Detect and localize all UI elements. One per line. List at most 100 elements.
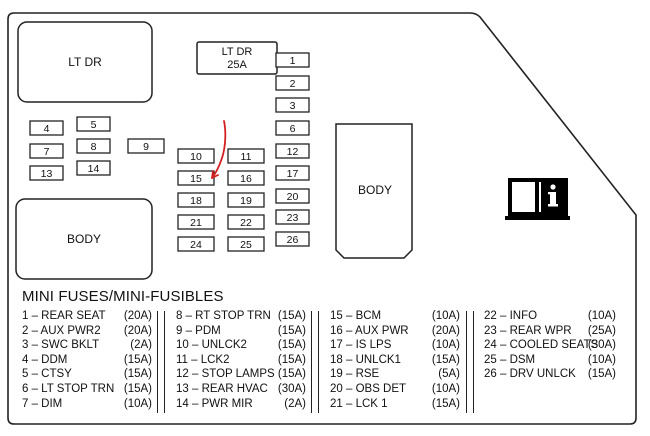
- fuse-20[interactable]: 20: [275, 188, 310, 204]
- legend-entry-amperage: (10A): [587, 353, 616, 366]
- legend-separator-2: [311, 311, 319, 413]
- legend-entry-label: 1 – REAR SEAT: [22, 310, 106, 322]
- fuse-26[interactable]: 26: [275, 231, 310, 247]
- fuse-22[interactable]: 22: [227, 214, 265, 230]
- legend-separator-3: [466, 311, 474, 413]
- legend-entry-label: 18 – UNLCK1: [330, 353, 401, 366]
- fuse-7-label: 7: [44, 146, 50, 158]
- fuse-1[interactable]: 1: [275, 52, 310, 68]
- legend-entry-label: 12 – STOP LAMPS: [176, 368, 275, 381]
- legend-entry-amperage: (20A): [123, 324, 152, 337]
- fuse-9[interactable]: 9: [127, 138, 165, 154]
- fuse-5[interactable]: 5: [76, 116, 111, 132]
- fuse-21[interactable]: 21: [177, 214, 215, 230]
- legend-entry-label: 4 – DDM: [22, 353, 68, 366]
- fuse-22-label: 22: [240, 217, 252, 229]
- legend-entry-label: 11 – LCK2: [176, 353, 230, 366]
- fuse-6[interactable]: 6: [275, 120, 310, 136]
- fuse-24[interactable]: 24: [177, 236, 215, 252]
- body-module-center-label: BODY: [358, 183, 392, 197]
- legend-entry-amperage: (15A): [277, 368, 306, 381]
- fuse-5-label: 5: [91, 119, 97, 131]
- legend-entry-amperage: (15A): [277, 324, 306, 337]
- legend-entry-label: 10 – UNLCK2: [176, 339, 247, 352]
- legend-entry-label: 8 – RT STOP TRN: [176, 310, 271, 322]
- fuse-8[interactable]: 8: [76, 138, 111, 154]
- legend-title: MINI FUSES/MINI-FUSIBLES: [22, 288, 224, 305]
- fuse-20-label: 20: [287, 191, 299, 203]
- fuse-4-label: 4: [44, 123, 50, 135]
- legend-entry-label: 17 – IS LPS: [330, 339, 392, 352]
- legend-entry-amperage: (10A): [431, 339, 460, 352]
- legend-entry-label: 24 – COOLED SEATS: [484, 339, 599, 352]
- fuse-16[interactable]: 16: [227, 170, 265, 186]
- legend-entry-amperage: (10A): [587, 310, 616, 322]
- fuse-14-label: 14: [88, 163, 100, 175]
- legend-entry-label: 26 – DRV UNLCK: [484, 368, 576, 381]
- fuse-24-label: 24: [190, 239, 202, 251]
- fuse-16-label: 16: [240, 173, 252, 185]
- fuse-2-label: 2: [290, 78, 296, 90]
- legend-entry-label: 13 – REAR HVAC: [176, 383, 268, 395]
- body-module-center: [335, 123, 413, 259]
- legend-entry-label: 6 – LT STOP TRN: [22, 383, 115, 395]
- fuse-18[interactable]: 18: [177, 192, 215, 208]
- legend-entry-label: 20 – OBS DET: [330, 383, 407, 395]
- legend-entry-amperage: (20A): [123, 310, 152, 322]
- legend-entry-amperage: (15A): [123, 353, 152, 366]
- fuse-9-label: 9: [143, 141, 149, 153]
- red-annotation-arrow: [211, 120, 227, 179]
- legend-entry-amperage: (15A): [587, 368, 616, 381]
- fuse-17[interactable]: 17: [275, 165, 310, 181]
- legend-entry-amperage: (10A): [431, 310, 460, 322]
- legend-entry-label: 7 – DIM: [22, 397, 63, 410]
- legend-entry-label: 16 – AUX PWR: [330, 324, 409, 337]
- legend-entry-amperage: (15A): [277, 353, 306, 366]
- fuse-3-label: 3: [290, 100, 296, 112]
- fuse-panel-outline: [7, 12, 637, 425]
- legend-entry-amperage: (2A): [284, 397, 306, 410]
- lt-dr-fuse-amp: 25A: [227, 59, 247, 71]
- fuse-3[interactable]: 3: [275, 97, 310, 113]
- fuse-15[interactable]: 15: [177, 170, 215, 186]
- legend-entry-amperage: (15A): [277, 339, 306, 352]
- fuse-12[interactable]: 12: [275, 143, 310, 159]
- legend-entry-amperage: (25A): [587, 324, 616, 337]
- fuse-11[interactable]: 11: [227, 148, 265, 164]
- fuse-14[interactable]: 14: [76, 160, 111, 176]
- fuse-18-label: 18: [190, 195, 202, 207]
- legend-entry-amperage: (15A): [123, 368, 152, 381]
- fuse-6-label: 6: [290, 123, 296, 135]
- lt-dr-relay: [17, 21, 153, 103]
- legend-separator-1: [157, 311, 165, 413]
- legend-entry-amperage: (15A): [277, 310, 306, 322]
- fuse-10[interactable]: 10: [177, 148, 215, 164]
- fuse-11-label: 11: [241, 151, 252, 163]
- legend-entry-label: 2 – AUX PWR2: [22, 324, 101, 337]
- fuse-2[interactable]: 2: [275, 75, 310, 91]
- fuse-13[interactable]: 13: [29, 165, 64, 181]
- fuse-25-label: 25: [240, 239, 252, 251]
- legend-entry-label: 14 – PWR MIR: [176, 397, 253, 410]
- legend-entry-amperage: (10A): [123, 397, 152, 410]
- fuse-4[interactable]: 4: [29, 120, 64, 136]
- legend-entry-label: 21 – LCK 1: [330, 397, 388, 410]
- fuse-25[interactable]: 25: [227, 236, 265, 252]
- fuse-23[interactable]: 23: [275, 209, 310, 225]
- legend-entry-amperage: (5A): [438, 368, 460, 381]
- legend-entry-label: 9 – PDM: [176, 324, 221, 337]
- fuse-21-label: 21: [190, 217, 202, 229]
- mini-fuse-group: 1 2 3 4 5 6 7 8 9 10 11 12 13 14 15 16 1…: [29, 52, 310, 252]
- fuse-7[interactable]: 7: [29, 143, 64, 159]
- legend-entry-amperage: (15A): [431, 353, 460, 366]
- legend-entry-label: 19 – RSE: [330, 368, 380, 381]
- fuse-13-label: 13: [41, 168, 53, 180]
- body-relay-left-label: BODY: [67, 232, 101, 246]
- fuse-15-label: 15: [190, 173, 202, 185]
- legend-entry-amperage: (30A): [587, 339, 616, 352]
- fuse-10-label: 10: [190, 151, 202, 163]
- fuse-26-label: 26: [287, 234, 299, 246]
- legend-entry-label: 22 – INFO: [484, 310, 538, 322]
- fuse-19[interactable]: 19: [227, 192, 265, 208]
